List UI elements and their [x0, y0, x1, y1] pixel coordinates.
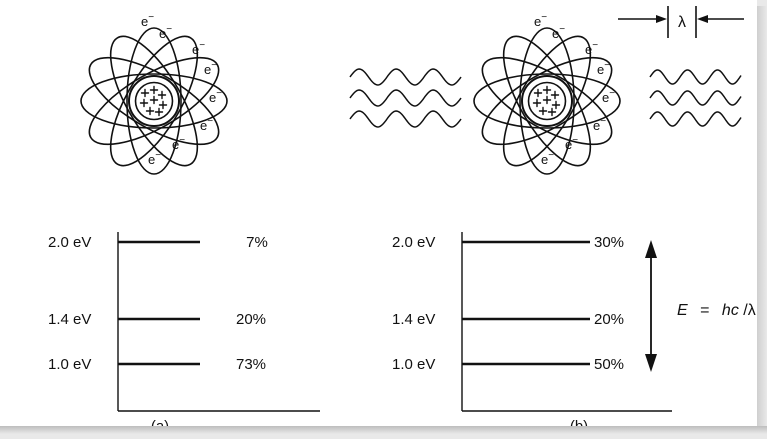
electron-charge-sign: −: [211, 60, 217, 71]
level-energy-label: 1.4 eV: [392, 311, 435, 328]
electron-charge-sign: −: [541, 12, 547, 23]
electron-charge-sign: −: [559, 24, 565, 35]
electron-charge-sign: −: [600, 116, 606, 127]
level-population-label: 73%: [236, 356, 266, 373]
equation-lhs: E: [677, 302, 688, 319]
level-population-label: 50%: [594, 356, 624, 373]
electron-charge-sign: −: [155, 150, 161, 161]
electron-charge-sign: −: [148, 12, 154, 23]
electron-charge-sign: −: [604, 60, 610, 71]
electron-charge-sign: −: [199, 40, 205, 51]
level-energy-label: 1.4 eV: [48, 311, 91, 328]
level-population-label: 20%: [594, 311, 624, 328]
page-shadow-bottom: [0, 426, 767, 434]
electron-charge-sign: −: [166, 24, 172, 35]
equation-rhs-lambda: /λ: [743, 302, 755, 319]
level-energy-label: 1.0 eV: [48, 356, 91, 373]
page-shadow-right: [757, 6, 767, 434]
electron-charge-sign: −: [548, 150, 554, 161]
equation-rhs-hc: hc: [722, 302, 739, 319]
electron-charge-sign: −: [207, 116, 213, 127]
electron-charge-sign: −: [609, 88, 615, 99]
electron-charge-sign: −: [572, 135, 578, 146]
level-population-label: 20%: [236, 311, 266, 328]
electron-charge-sign: −: [592, 40, 598, 51]
level-population-label: 7%: [246, 234, 268, 251]
wavelength-label: λ: [678, 14, 686, 31]
level-energy-label: 2.0 eV: [392, 234, 435, 251]
equation-equals: =: [700, 302, 709, 319]
electron-charge-sign: −: [216, 88, 222, 99]
level-energy-label: 2.0 eV: [48, 234, 91, 251]
level-population-label: 30%: [594, 234, 624, 251]
level-energy-label: 1.0 eV: [392, 356, 435, 373]
electron-charge-sign: −: [179, 135, 185, 146]
paper-sheet: [0, 0, 757, 426]
